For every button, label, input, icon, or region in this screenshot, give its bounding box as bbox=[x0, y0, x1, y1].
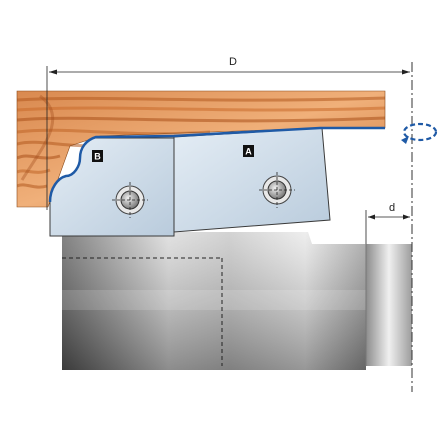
insert-a-tag: A bbox=[243, 145, 254, 157]
cutter-body bbox=[62, 232, 366, 370]
dimension-D-label: D bbox=[229, 56, 237, 68]
insert-a-label: A bbox=[245, 147, 252, 157]
insert-b-tag: B bbox=[92, 150, 103, 162]
screw-icon bbox=[259, 172, 295, 208]
dimension-D bbox=[46, 66, 410, 210]
insert-b bbox=[49, 137, 175, 237]
hidden-lines bbox=[62, 257, 223, 366]
dimension-d bbox=[365, 210, 410, 244]
screw-icon bbox=[112, 182, 148, 218]
cutter-hub bbox=[365, 244, 412, 366]
dimension-d-label: d bbox=[389, 202, 395, 214]
insert-b-label: B bbox=[94, 152, 101, 162]
insert-a bbox=[173, 127, 331, 233]
rotation-arrow-icon bbox=[401, 122, 438, 144]
wood-workpiece bbox=[16, 90, 386, 208]
cutting-profile-line bbox=[48, 126, 385, 203]
